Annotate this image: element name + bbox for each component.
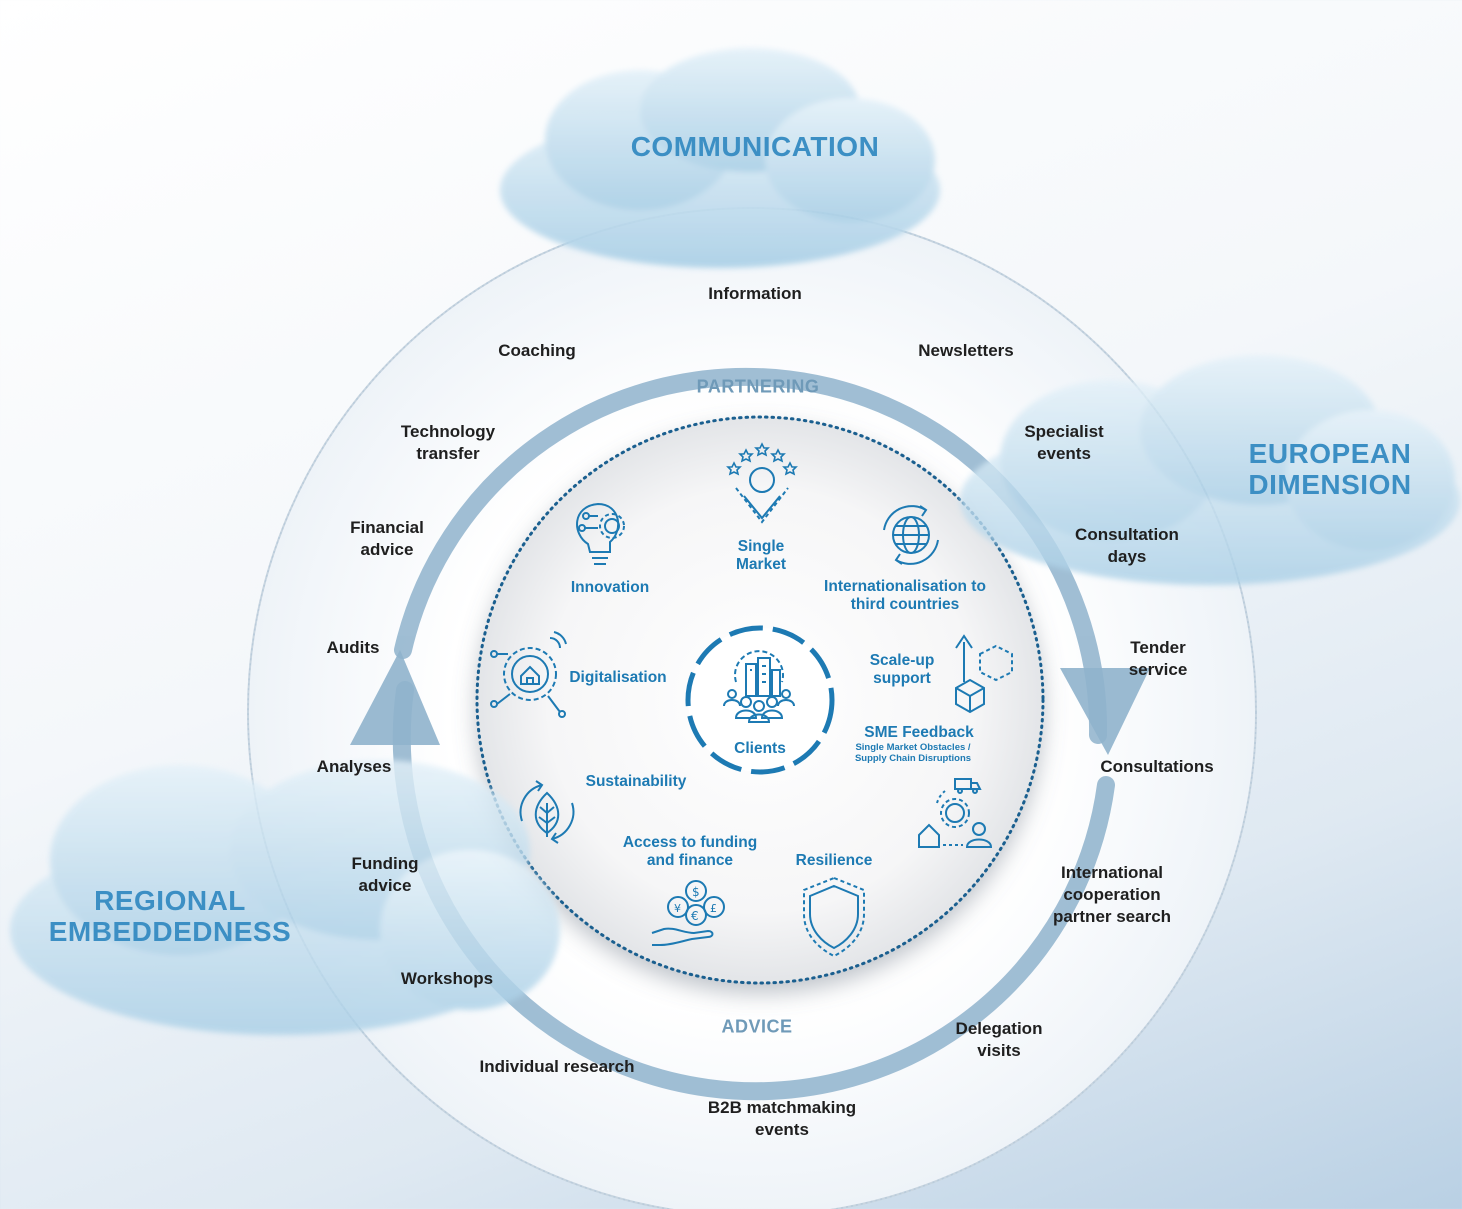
area-sustainability: Sustainability	[585, 773, 687, 790]
service-delegation-visits: Delegation visits	[955, 1019, 1043, 1060]
map-pin-stars-icon	[726, 442, 798, 524]
service-newsletters: Newsletters	[918, 341, 1014, 360]
svg-text:$: $	[692, 885, 700, 899]
people-building-gear-icon	[723, 650, 795, 723]
smart-home-icon	[490, 631, 567, 718]
svg-text:£: £	[710, 902, 717, 915]
growth-cube-icon	[955, 634, 1013, 714]
svg-text:¥: ¥	[674, 902, 681, 915]
ring-label-advice: ADVICE	[721, 1016, 793, 1037]
service-workshops: Workshops	[400, 969, 494, 988]
area-sme-feedback: SME Feedback	[864, 724, 974, 741]
pillar-european-dimension: EUROPEAN DIMENSION	[1248, 438, 1412, 500]
service-consultations: Consultations	[1100, 757, 1214, 776]
area-innovation: Innovation	[570, 579, 650, 596]
leaf-cycle-icon	[519, 780, 575, 844]
shield-icon	[803, 876, 865, 958]
globe-cycle-icon	[883, 505, 939, 565]
arrow-head-left	[350, 650, 440, 745]
area-resilience: Resilience	[795, 852, 873, 869]
area-clients: Clients	[734, 740, 786, 757]
service-funding-advice: Funding advice	[351, 854, 419, 895]
arrow-head-right	[1060, 668, 1150, 755]
service-financial-advice: Financial advice	[350, 518, 424, 559]
area-single-market: Single Market	[736, 538, 786, 573]
service-tender-service: Tender service	[1128, 638, 1188, 679]
area-access-funding: Access to funding and finance	[622, 834, 758, 869]
clients-circle	[685, 625, 835, 775]
cloud-communication	[500, 48, 940, 268]
service-coaching: Coaching	[498, 341, 576, 360]
service-specialist-events: Specialist events	[1024, 422, 1104, 463]
svg-text:€: €	[691, 909, 699, 923]
hand-currency-icon: $ ¥ £ €	[651, 880, 725, 946]
service-consultation-days: Consultation days	[1075, 525, 1179, 566]
service-audits: Audits	[326, 638, 380, 657]
area-scaleup: Scale-up support	[869, 652, 935, 687]
supply-chain-icon	[918, 778, 993, 848]
pillar-regional-embeddedness: REGIONAL EMBEDDEDNESS	[48, 885, 292, 947]
cloud-european-dimension	[960, 355, 1460, 585]
lightbulb-gear-icon	[576, 502, 625, 565]
ring-label-partnering: PARTNERING	[696, 376, 820, 397]
cloud-regional-embeddedness	[10, 760, 560, 1035]
service-analyses: Analyses	[316, 757, 392, 776]
service-international-cooperation: International cooperation partner search	[1052, 863, 1172, 926]
pillar-communication: COMMUNICATION	[630, 131, 880, 162]
area-digitalisation: Digitalisation	[569, 669, 667, 686]
service-individual-research: Individual research	[479, 1057, 635, 1076]
service-information: Information	[708, 284, 802, 303]
service-technology-transfer: Technology transfer	[400, 422, 496, 463]
area-sme-feedback-subtitle: Single Market Obstacles / Supply Chain D…	[854, 742, 972, 764]
service-b2b-matchmaking: B2B matchmaking events	[707, 1098, 857, 1139]
area-internationalisation: Internationalisation to third countries	[824, 578, 986, 613]
